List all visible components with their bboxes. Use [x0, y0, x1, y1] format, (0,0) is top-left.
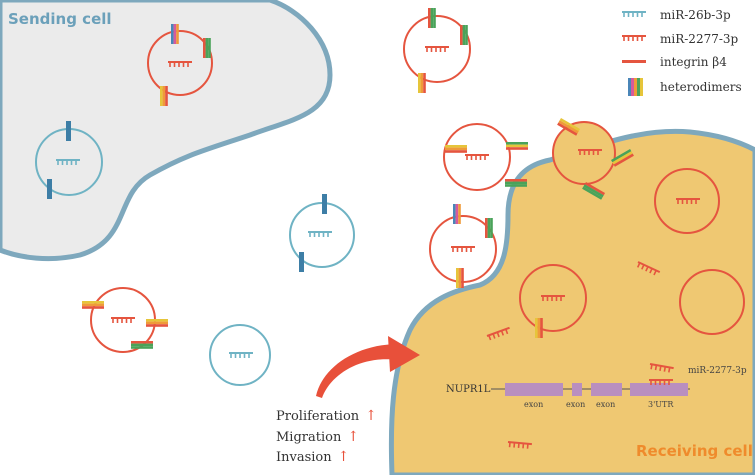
exon-1-label: exon: [524, 400, 544, 409]
effect-arrow: [316, 336, 420, 398]
outcome-migration: Migration ↑: [276, 429, 359, 445]
legend-mir26b-label: miR-26b-3p: [660, 8, 731, 22]
exosome-docking-lower: [429, 204, 497, 288]
gene-name: NUPR1L: [446, 384, 491, 395]
exosome-inside-right-empty: [679, 269, 745, 335]
legend-mir2277-label: miR-2277-3p: [660, 32, 739, 46]
outcome-invasion: Invasion ↑: [276, 449, 349, 465]
exosome-sending-lower: [35, 121, 103, 199]
exon-3: [591, 383, 622, 396]
receiving-cell-label: Receiving cell: [636, 442, 753, 460]
sending-cell-label: Sending cell: [8, 10, 112, 28]
up-arrow-icon: ↑: [337, 449, 350, 465]
exosome-free-left-lower: [82, 287, 168, 353]
exosome-free-blue-bottom: [209, 324, 271, 386]
exosome-inside-middle: [519, 264, 587, 338]
outcome-migration-text: Migration: [276, 430, 342, 445]
outcome-proliferation-text: Proliferation: [276, 409, 360, 424]
gene-track: [491, 379, 690, 396]
legend-heterodimer-label: heterodimers: [660, 80, 742, 94]
legend-integrin-label: integrin β4: [660, 55, 727, 69]
heterodimer-icon: [628, 78, 643, 96]
exon-2-label: exon: [566, 400, 586, 409]
legend-icons: [621, 11, 647, 96]
exosome-sending-upper: [147, 24, 213, 106]
gene-mirna-label: miR-2277-3p: [688, 366, 747, 376]
exosome-docking-top: [443, 123, 528, 191]
exon-2: [572, 383, 582, 396]
up-arrow-icon: ↑: [365, 408, 377, 424]
utr-region: [630, 383, 688, 396]
sending-cell: [0, 0, 333, 262]
exosome-fusing: [552, 118, 634, 200]
exosome-free-blue-middle: [289, 194, 355, 272]
mir2277-icon: [621, 35, 647, 42]
exosome-inside-right-top: [654, 168, 720, 234]
up-arrow-icon: ↑: [347, 429, 360, 445]
exon-3-label: exon: [596, 400, 616, 409]
integrin-icon: [622, 60, 646, 63]
outcome-proliferation: Proliferation ↑: [276, 408, 377, 424]
utr-label: 3'UTR: [648, 400, 674, 409]
exosome-free-top: [403, 8, 471, 93]
outcome-invasion-text: Invasion: [276, 450, 332, 465]
exon-1: [505, 383, 563, 396]
mir26b-icon: [621, 11, 647, 18]
